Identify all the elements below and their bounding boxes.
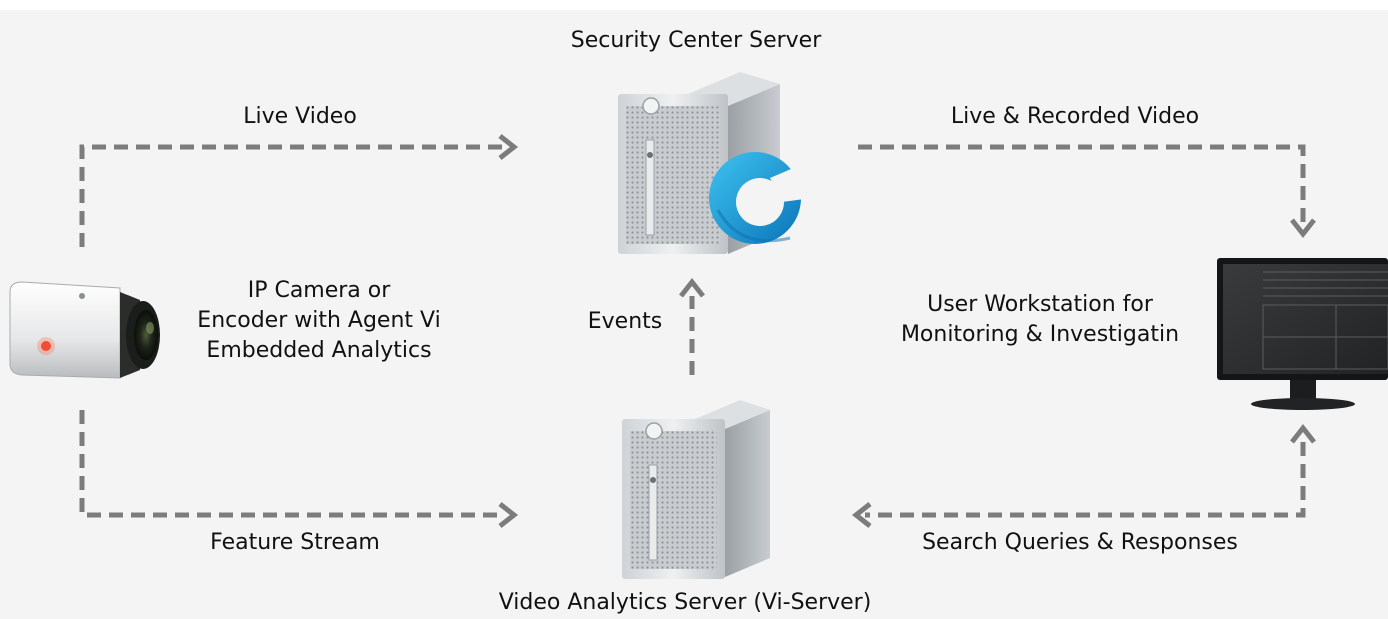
live-recorded-video-label: Live & Recorded Video	[950, 104, 1200, 129]
feature-stream-label: Feature Stream	[210, 530, 380, 555]
vi-server-label: Video Analytics Server (Vi-Server)	[498, 590, 872, 615]
workstation-label-line-1: User Workstation for	[927, 292, 1153, 317]
diagram-canvas: Security Center Server Live Video Live &…	[0, 10, 1388, 619]
security-center-server-label: Security Center Server	[570, 28, 822, 53]
search-queries-label: Search Queries & Responses	[922, 530, 1238, 555]
diagram-graphics	[9, 72, 1388, 579]
camera-label-line-3: Embedded Analytics	[206, 338, 432, 363]
workstation-label-line-2: Monitoring & Investigatin	[900, 322, 1180, 347]
live-video-label: Live Video	[243, 104, 357, 129]
ip-camera-icon	[9, 281, 160, 379]
arrowhead-search-left	[851, 502, 872, 528]
vi-server-icon	[622, 400, 770, 579]
connector-live-video	[79, 144, 505, 247]
workstation-monitor-icon	[1217, 258, 1388, 410]
arrowhead-events	[679, 277, 705, 298]
security-center-logo-icon	[709, 152, 812, 244]
arrowhead-live-recorded-video	[1290, 218, 1316, 239]
connector-live-recorded-video	[858, 144, 1306, 228]
arrowhead-feature-stream	[498, 502, 519, 528]
connector-feature-stream	[79, 410, 505, 518]
arrowhead-search-up	[1290, 423, 1316, 444]
workstation-label: User Workstation for Monitoring & Invest…	[880, 290, 1200, 350]
camera-label-line-1: IP Camera or	[247, 278, 391, 303]
camera-label-line-2: Encoder with Agent Vi	[197, 308, 441, 333]
events-label: Events	[587, 309, 663, 334]
security-center-server-icon	[618, 72, 780, 254]
camera-label: IP Camera or Encoder with Agent Vi Embed…	[178, 276, 460, 366]
arrowhead-live-video	[498, 134, 519, 160]
connector-search-queries	[865, 442, 1306, 518]
